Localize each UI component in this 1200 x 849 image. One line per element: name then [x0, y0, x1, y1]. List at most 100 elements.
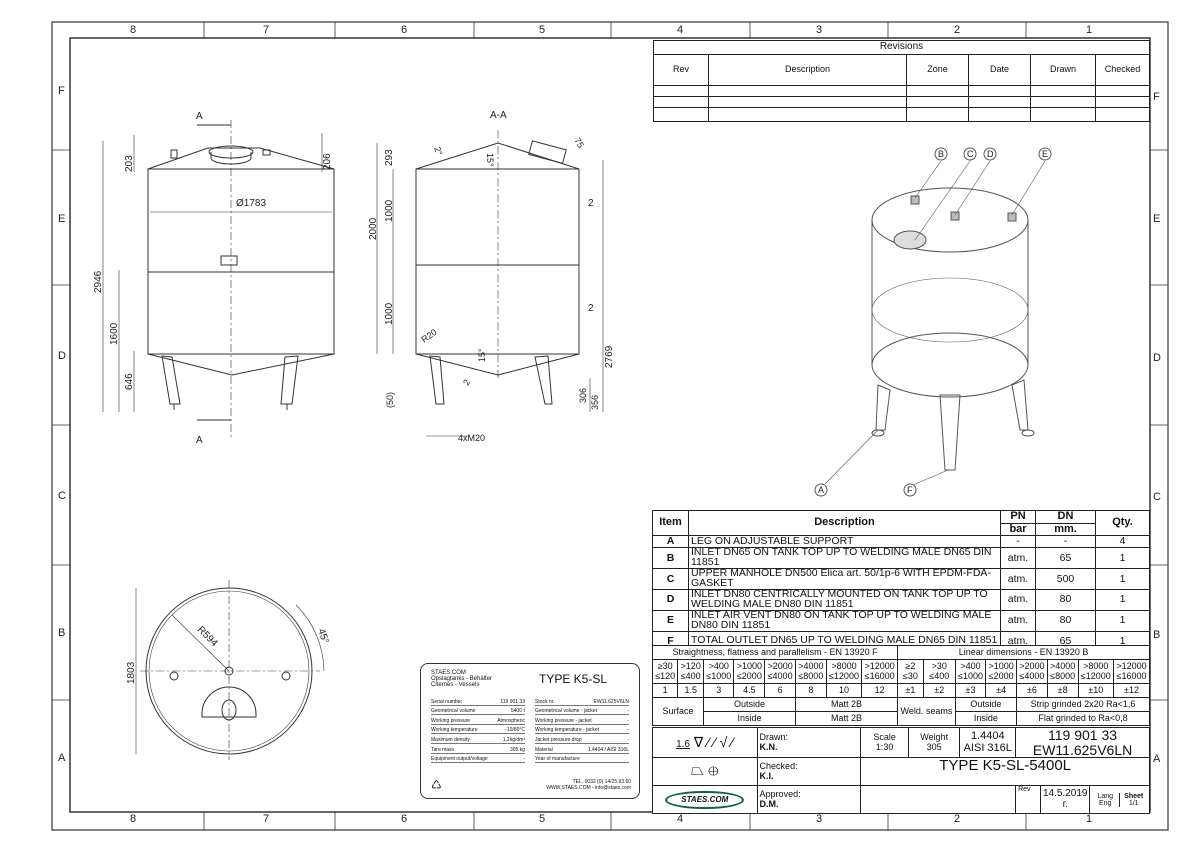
nameplate-field-label: Geometrical volume - jacket — [535, 708, 597, 715]
zone-col-label: 3 — [816, 813, 822, 825]
zone-col-label: 5 — [539, 24, 545, 36]
dimension-height: 356 — [590, 395, 600, 410]
nameplate-field-value: Atmospheric — [497, 717, 525, 724]
dimension-height: 306 — [578, 388, 588, 403]
section-marker: A — [196, 435, 203, 446]
nameplate-web: WWW.STAES.COM - info@staes.com — [546, 785, 631, 791]
dimension-angle: 2° — [432, 145, 444, 157]
weight-value: 305 — [926, 741, 942, 752]
nameplate-field-value: 119 901 33 — [500, 698, 525, 705]
dimension-radius: R20 — [419, 327, 438, 345]
zone-col-label: 2 — [954, 24, 960, 36]
item-dn: 500 — [1035, 568, 1096, 590]
tolerance-value: ±10 — [1077, 683, 1115, 698]
nameplate-company: STAES.COM — [431, 670, 466, 676]
nameplate-row: Working pressure Atmospheric — [431, 715, 525, 725]
weld-label: Weld. seams — [897, 697, 956, 726]
nameplate-field-label: Maximum density — [431, 736, 470, 743]
zone-row-label: F — [58, 85, 65, 97]
column-header: PN — [1000, 510, 1036, 524]
dimension-height: 293 — [384, 149, 395, 166]
tolerance-table: Straightness, flatness and parallelism -… — [651, 645, 1150, 726]
column-unit: bar — [1000, 522, 1036, 537]
nameplate-field-label: Tare mass — [431, 746, 455, 753]
checked-label: Checked: — [759, 761, 798, 772]
column-unit: mm. — [1035, 522, 1096, 537]
isometric-view: A B C D E F — [814, 147, 1052, 497]
column-header: Qty. — [1095, 509, 1150, 537]
tolerance-range: >2000≤4000 — [1016, 659, 1048, 684]
stock-number: EW11.625V6LN — [1032, 741, 1133, 758]
zone-row-label: B — [1153, 629, 1160, 641]
dimension-height: (50) — [385, 392, 395, 408]
tolerance-range: >12000≤16000 — [861, 659, 899, 684]
zone-row-label: D — [58, 350, 66, 362]
material-number: 1.4404 — [970, 730, 1005, 743]
tolerance-range: >400≤1000 — [954, 659, 987, 684]
nameplate-field-label: Material — [535, 746, 553, 753]
zone-row-label: B — [58, 627, 65, 639]
nameplate-tel: TEL. 0032 (0) 14/25.93.60 — [572, 779, 631, 785]
scale-value: 1:30 — [875, 741, 894, 752]
tolerance-range: ≥2≤30 — [897, 659, 924, 684]
dimension-angle: 15° — [485, 153, 495, 167]
nameplate-subtitle: Citernes - Vessels — [431, 682, 480, 688]
drawn-by: K.N. — [759, 741, 778, 752]
weight-label: Weight — [920, 732, 949, 743]
nameplate-row: Year of manufacture — [535, 754, 629, 764]
column-header: Description — [708, 54, 907, 86]
tolerance-range: ≥30≤120 — [651, 659, 679, 684]
nameplate-row: Geometrical volume - jacket- — [535, 706, 629, 716]
column-header: Date — [968, 54, 1031, 86]
nameplate-field-value: 1.4404 / AISI 316L — [587, 746, 629, 753]
tolerance-value: 10 — [825, 683, 863, 698]
recycle-icon: ♺ — [431, 778, 442, 792]
zone-row-label: A — [58, 752, 66, 764]
dimension-thread: 4xM20 — [458, 433, 485, 443]
drawing-number: 119 901 33 — [1048, 727, 1118, 743]
zone-row-label: C — [1153, 491, 1161, 503]
zone-col-label: 8 — [130, 813, 136, 825]
item-dn: 80 — [1035, 609, 1096, 632]
dimension-thickness: 2 — [588, 303, 594, 314]
item-pn: atm. — [1000, 568, 1036, 590]
item-qty: 1 — [1095, 609, 1150, 632]
item-code: C — [652, 568, 689, 590]
checked-by: K.I. — [759, 770, 774, 781]
nameplate-field-label: Geometrical volume — [431, 708, 476, 715]
callout-label: B — [938, 149, 944, 159]
nameplate-field-label: Working pressure — [431, 717, 471, 724]
zone-row-label: E — [58, 213, 65, 225]
nameplate-field-label: Working pressure - jacket — [535, 717, 592, 724]
nameplate-field-value: - — [627, 727, 629, 734]
callout-label: A — [818, 485, 824, 495]
dimension-height: 203 — [124, 155, 135, 172]
top-view: 1803 R594 45° — [126, 580, 331, 760]
surface-inside-label: Inside — [703, 711, 796, 726]
drawn-label: Drawn: — [759, 732, 789, 743]
item-dn: 65 — [1035, 547, 1096, 570]
surface-roughness-symbol: 1.6 ∇ ⁄ ⁄ √ ⁄ — [652, 726, 758, 759]
zone-col-label: 7 — [263, 24, 269, 36]
weld-outside-value: Strip grinded 2x20 Ra<1,6 — [1016, 697, 1150, 712]
nameplate-field-label: Equipment output/voltage — [431, 756, 488, 763]
nameplate-row: Working temperature-10/80°C — [431, 725, 525, 735]
nameplate-field-value: - — [627, 717, 629, 724]
tolerance-range: >4000≤8000 — [794, 659, 827, 684]
surface-outside-value: Matt 2B — [794, 697, 899, 712]
item-dn: 80 — [1035, 588, 1096, 611]
tolerance-range: >1000≤2000 — [985, 659, 1017, 684]
zone-col-label: 7 — [263, 813, 269, 825]
nameplate-type: TYPE K5-SL — [539, 672, 608, 686]
zone-col-label: 4 — [677, 24, 683, 36]
tolerance-value: 1.5 — [677, 683, 705, 698]
tolerance-value: 4.5 — [733, 683, 766, 698]
item-description: INLET AIR VENT DN80 ON TANK TOP UP TO WE… — [688, 610, 1001, 632]
